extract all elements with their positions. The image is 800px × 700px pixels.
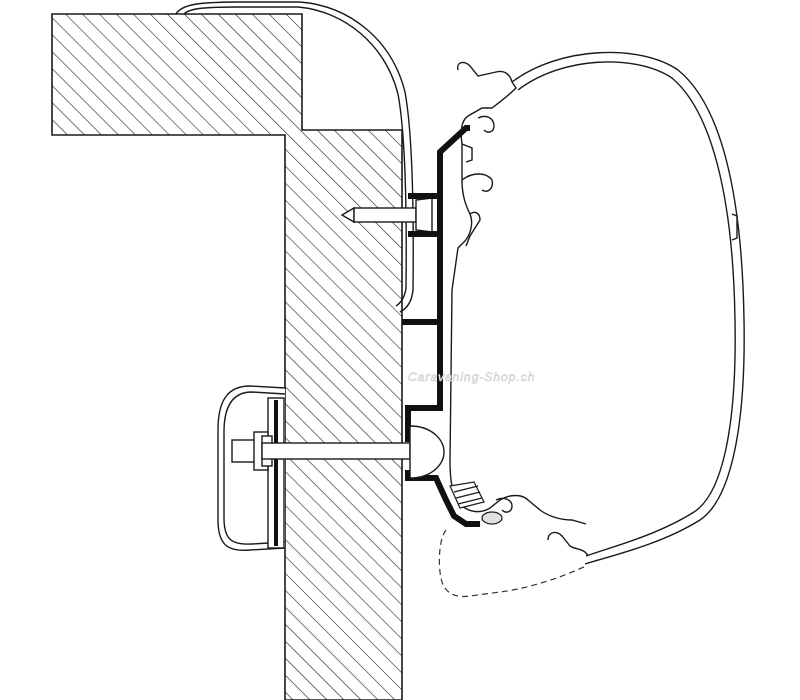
optional-profile-outline xyxy=(438,529,587,598)
vehicle-wall-section xyxy=(51,13,403,700)
roof-gutter-profile xyxy=(175,1,414,313)
awning-rail-lower xyxy=(461,494,589,557)
awning-housing xyxy=(511,51,745,565)
adapter-bracket xyxy=(402,125,480,527)
lower-bolt-assembly xyxy=(217,385,445,552)
awning-rail-upper xyxy=(449,61,517,507)
tension-screw xyxy=(449,481,503,525)
watermark-text: Caravaning-Shop.ch xyxy=(408,370,535,384)
